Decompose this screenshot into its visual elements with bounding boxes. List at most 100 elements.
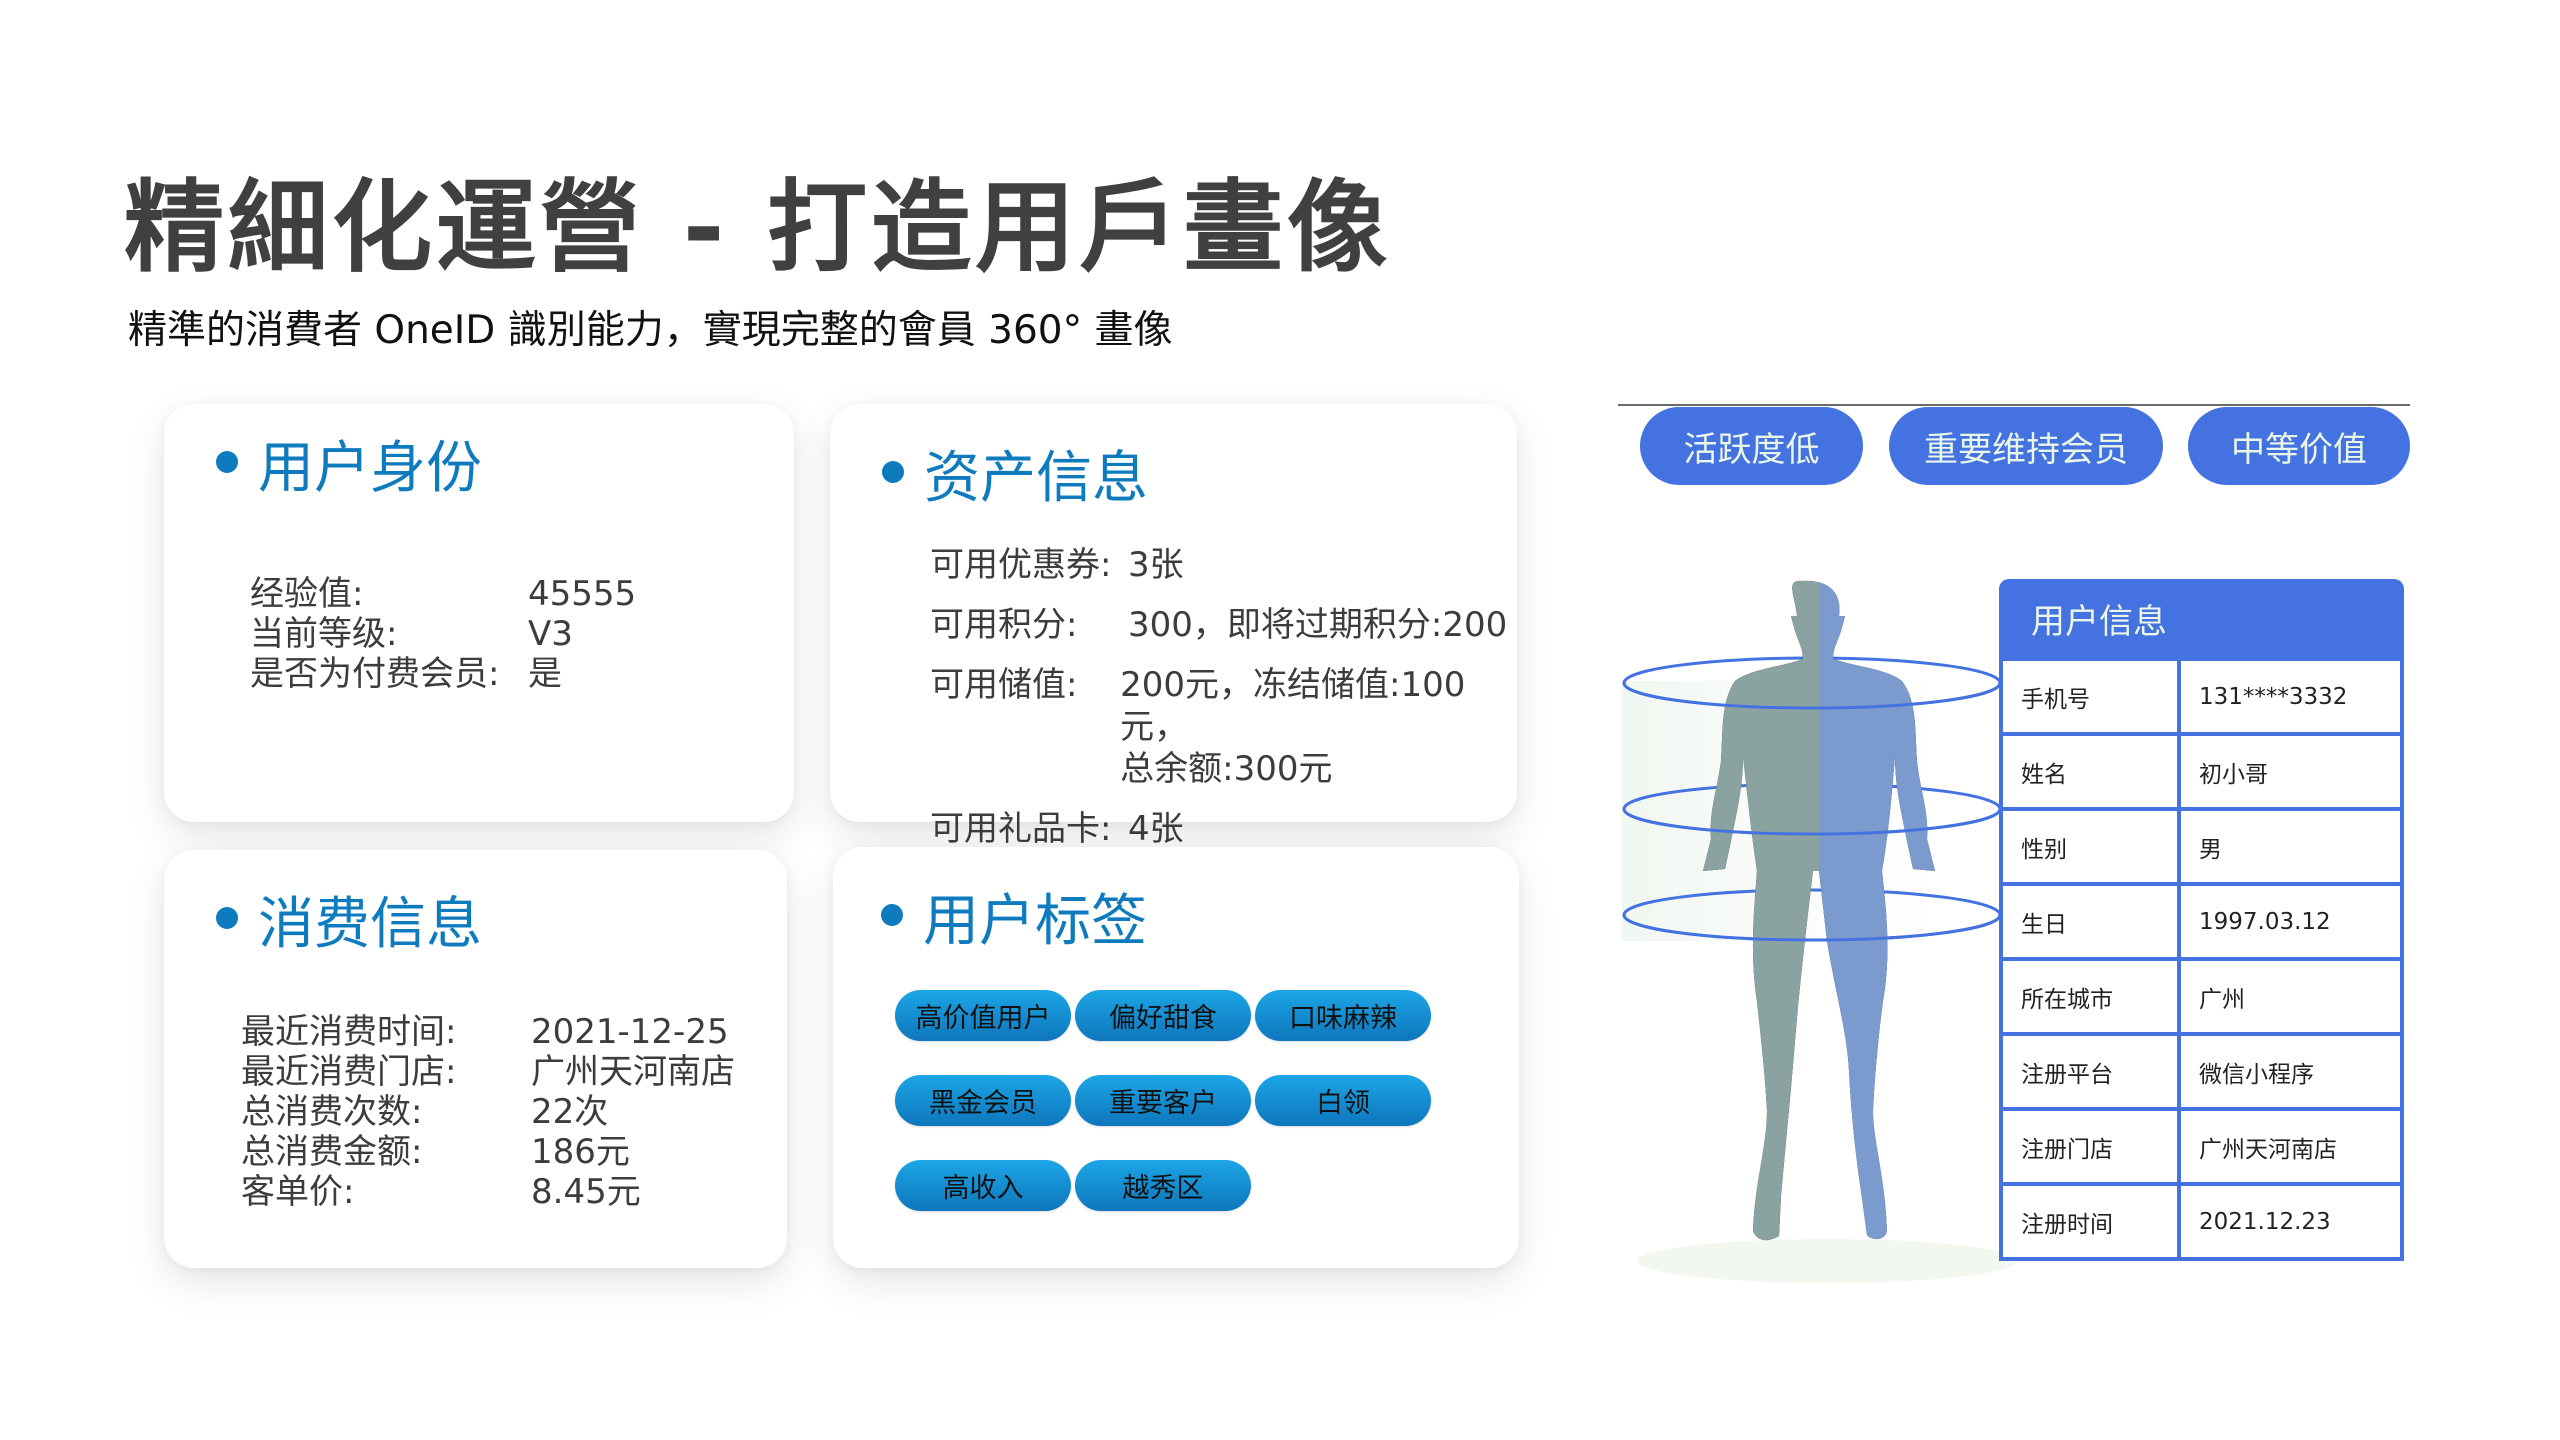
table-row: 生日 1997.03.12 [2003, 882, 2400, 957]
field-value: 45555 [528, 574, 637, 614]
human-silhouette-icon [1622, 580, 2017, 1283]
tag-chip[interactable]: 高收入 [895, 1160, 1071, 1211]
list-item: 是否为付费会员: 是 [250, 654, 636, 694]
table-cell-value: 男 [2199, 836, 2222, 863]
card-title: 资产信息 [924, 446, 1148, 511]
field-value: 8.45元 [531, 1172, 641, 1212]
list-item: 经验值: 45555 [250, 574, 636, 614]
field-label: 可用礼品卡: [930, 809, 1112, 849]
tag-list: 高价值用户 偏好甜食 口味麻辣 黑金会员 重要客户 白领 高收入 越秀区 [895, 990, 1495, 1245]
list-item: 最近消费时间: 2021-12-25 [241, 1012, 735, 1052]
tag-chip[interactable]: 黑金会员 [895, 1075, 1071, 1126]
table-row: 注册平台微信小程序 [2003, 1032, 2400, 1107]
table-cell-value: 广州 [2199, 986, 2245, 1013]
card-asset-info: 资产信息 可用优惠券: 3张 可用积分: 300，即将过期积分:200 可用储值: 2… [830, 404, 1517, 849]
list-item: 可用礼品卡: 4张 [930, 808, 1517, 850]
tag-chip[interactable]: 越秀区 [1075, 1160, 1251, 1211]
list-item: 最近消费门店: 广州天河南店 [241, 1052, 735, 1092]
human-figure-illustration [1617, 571, 2017, 1291]
bullet-icon [881, 904, 903, 926]
list-item: 可用储值: 200元，冻结储值:100元， 总余额:300元 [930, 664, 1517, 790]
table-cell-field: 性别 [2003, 811, 2181, 882]
table-cell-field: 注册时间 [2003, 1186, 2181, 1257]
field-value: 是 [528, 654, 562, 694]
user-info-table-header: 用户信息 [1999, 579, 2404, 657]
list-item: 总消费次数: 22次 [241, 1092, 735, 1132]
table-cell-value: 微信小程序 [2199, 1061, 2314, 1088]
segment-pill-value[interactable]: 中等价值 [2188, 407, 2410, 485]
tag-chip[interactable]: 偏好甜食 [1075, 990, 1251, 1041]
table-cell-field: 注册门店 [2003, 1111, 2181, 1182]
table-row: 手机号 131****3332 [2003, 657, 2400, 732]
card-user-tags: 用户标签 高价值用户 偏好甜食 口味麻辣 黑金会员 重要客户 白领 高收入 越秀… [833, 847, 1519, 1268]
divider-line [1618, 404, 2410, 406]
tag-row: 高收入 越秀区 [895, 1160, 1495, 1211]
list-item: 可用积分: 300，即将过期积分:200 [930, 604, 1517, 646]
user-info-table: 用户信息 手机号 131****3332 姓名初小哥 性别男 生日 1997.03.… [1999, 579, 2404, 1261]
card-title: 用户标签 [923, 889, 1147, 954]
table-row: 性别男 [2003, 807, 2400, 882]
field-value: 3张 [1128, 545, 1184, 585]
asset-list: 可用优惠券: 3张 可用积分: 300，即将过期积分:200 可用储值: 200元，冻… [930, 544, 1517, 868]
field-value: 4张 [1128, 809, 1184, 849]
table-cell-field: 手机号 [2003, 661, 2181, 732]
table-row: 所在城市广州 [2003, 957, 2400, 1032]
segment-pill-activity[interactable]: 活跃度低 [1640, 407, 1863, 485]
tag-row: 黑金会员 重要客户 白领 [895, 1075, 1495, 1126]
field-label: 总消费金额: [241, 1132, 423, 1172]
bullet-icon [882, 461, 904, 483]
table-cell-field: 注册平台 [2003, 1036, 2181, 1107]
field-label: 经验值: [250, 574, 364, 614]
field-value: 22次 [531, 1092, 609, 1132]
table-cell-field: 所在城市 [2003, 961, 2181, 1032]
bullet-icon [216, 451, 238, 473]
list-item: 当前等级: V3 [250, 614, 636, 654]
tag-chip[interactable]: 白领 [1255, 1075, 1431, 1126]
table-cell-value: 1997.03.12 [2199, 908, 2331, 935]
field-label: 是否为付费会员: [250, 654, 500, 694]
tag-row: 高价值用户 偏好甜食 口味麻辣 [895, 990, 1495, 1041]
field-value: 2021-12-25 [531, 1012, 729, 1052]
card-user-identity: 用户身份 经验值: 45555 当前等级: V3 是否为付费会员: 是 [164, 404, 794, 822]
card-header: 消费信息 [216, 890, 482, 960]
page-subtitle: 精準的消費者 OneID 識別能力，實現完整的會員 360° 畫像 [128, 308, 1173, 353]
table-cell-value: 初小哥 [2199, 761, 2268, 788]
field-value: 186元 [531, 1132, 630, 1172]
card-header: 资产信息 [882, 444, 1148, 514]
field-label: 最近消费门店: [241, 1052, 457, 1092]
user-info-table-body: 手机号 131****3332 姓名初小哥 性别男 生日 1997.03.12 所在… [1999, 657, 2404, 1261]
consumption-list: 最近消费时间: 2021-12-25 最近消费门店: 广州天河南店 总消费次数: 22… [241, 1012, 735, 1212]
field-label: 可用积分: [930, 605, 1078, 645]
table-cell-value: 广州天河南店 [2199, 1136, 2337, 1163]
card-title: 用户身份 [258, 436, 482, 501]
field-label: 当前等级: [250, 614, 398, 654]
table-cell-value: 131****3332 [2199, 683, 2348, 710]
card-header: 用户标签 [881, 887, 1147, 957]
field-value: 广州天河南店 [531, 1052, 735, 1092]
bullet-icon [216, 907, 238, 929]
page-title: 精細化運營 - 打造用戶畫像 [124, 169, 1392, 286]
list-item: 可用优惠券: 3张 [930, 544, 1517, 586]
field-label: 最近消费时间: [241, 1012, 457, 1052]
tag-chip[interactable]: 高价值用户 [895, 990, 1071, 1041]
card-header: 用户身份 [216, 434, 482, 504]
field-value: V3 [528, 614, 573, 654]
segment-pill-retention[interactable]: 重要维持会员 [1889, 407, 2163, 485]
list-item: 客单价: 8.45元 [241, 1172, 735, 1212]
field-value: 200元，冻结储值:100元， 总余额:300元 [1120, 665, 1466, 789]
field-label: 总消费次数: [241, 1092, 423, 1132]
list-item: 总消费金额: 186元 [241, 1132, 735, 1172]
field-label: 客单价: [241, 1172, 355, 1212]
tag-chip[interactable]: 口味麻辣 [1255, 990, 1431, 1041]
card-title: 消费信息 [258, 892, 482, 957]
tag-chip[interactable]: 重要客户 [1075, 1075, 1251, 1126]
table-row: 姓名初小哥 [2003, 732, 2400, 807]
field-label: 可用储值: [930, 665, 1078, 705]
field-label: 可用优惠券: [930, 545, 1112, 585]
table-cell-field: 生日 [2003, 886, 2181, 957]
field-value: 300，即将过期积分:200 [1128, 605, 1508, 645]
identity-list: 经验值: 45555 当前等级: V3 是否为付费会员: 是 [250, 574, 636, 694]
table-cell-field: 姓名 [2003, 736, 2181, 807]
table-row: 注册门店广州天河南店 [2003, 1107, 2400, 1182]
